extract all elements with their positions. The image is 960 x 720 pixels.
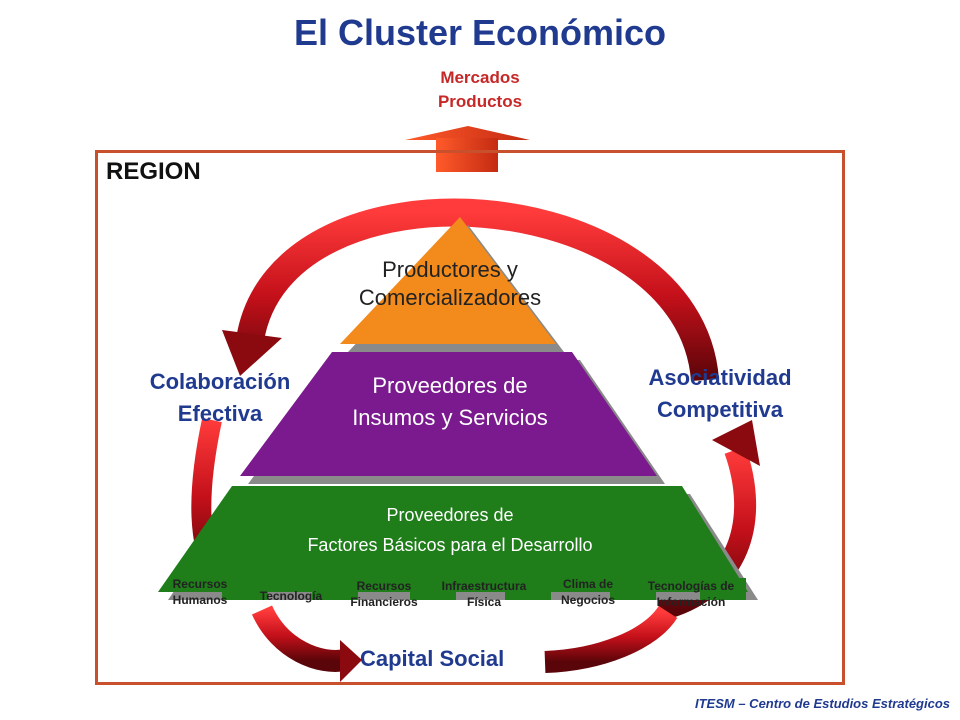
- region-label: REGION: [106, 158, 201, 185]
- tier-middle-trapezoid: [240, 352, 665, 484]
- tier-bottom-trapezoid: [158, 486, 758, 600]
- page-title: El Cluster Económico: [293, 12, 667, 53]
- markets-line2: Productos: [437, 92, 523, 111]
- colaboracion-label: Colaboración Efectiva: [115, 366, 325, 430]
- tier-top-triangle: [340, 217, 564, 352]
- tier-top-line1: Productores y: [382, 257, 518, 282]
- factor-recursos-financieros: Recursos Financieros: [338, 578, 430, 610]
- factor-financieros-line1: Recursos: [356, 579, 412, 593]
- asociatividad-label: Asociatividad Competitiva: [600, 362, 840, 426]
- factor-clima-line1: Clima de: [562, 577, 613, 591]
- top-cycle-arrow: [222, 198, 719, 382]
- tier-bottom-line2: Factores Básicos para el Desarrollo: [307, 535, 593, 555]
- factor-infra-line1: Infraestructura: [441, 579, 527, 593]
- footer-credit: ITESM – Centro de Estudios Estratégicos: [695, 696, 950, 711]
- tier-bottom-label: Proveedores de Factores Básicos para el …: [230, 500, 670, 560]
- colaboracion-line1: Colaboración: [149, 369, 291, 394]
- factor-financieros-line2: Financieros: [350, 595, 418, 609]
- colaboracion-line2: Efectiva: [177, 401, 263, 426]
- factor-clima-negocios: Clima de Negocios: [548, 576, 628, 608]
- bottom-left-arrow: [251, 604, 362, 682]
- asociatividad-line1: Asociatividad: [648, 365, 792, 390]
- tier-top-label: Productores y Comercializadores: [300, 256, 600, 312]
- asociatividad-line2: Competitiva: [657, 397, 783, 422]
- bottom-right-arrow: [544, 605, 678, 673]
- factor-rrhh-line1: Recursos: [172, 577, 228, 591]
- factor-tecnologias-informacion: Tecnologías de Información: [632, 578, 750, 610]
- tier-middle-label: Proveedores de Insumos y Servicios: [290, 370, 610, 434]
- right-cycle-arrow: [657, 420, 760, 621]
- tier-top-line2: Comercializadores: [358, 285, 542, 310]
- factor-infraestructura: Infraestructura Física: [428, 578, 540, 610]
- factor-rrhh-line2: Humanos: [172, 593, 228, 607]
- factor-ti-line2: Información: [656, 595, 726, 609]
- factor-recursos-humanos: Recursos Humanos: [160, 576, 240, 608]
- factor-ti-line1: Tecnologías de: [647, 579, 735, 593]
- markets-line1: Mercados: [440, 68, 520, 87]
- tier-middle-line1: Proveedores de: [372, 373, 528, 398]
- region-box: [95, 150, 845, 685]
- tier-bottom-line1: Proveedores de: [386, 505, 514, 525]
- tier-middle-line2: Insumos y Servicios: [352, 405, 548, 430]
- factor-tecnologia: Tecnología: [259, 589, 323, 603]
- factor-clima-line2: Negocios: [560, 593, 615, 607]
- capital-social-label: Capital Social: [360, 646, 505, 671]
- factor-infra-line2: Física: [466, 595, 502, 609]
- markets-label: Mercados Productos: [380, 66, 580, 114]
- markets-up-arrow: [405, 126, 530, 172]
